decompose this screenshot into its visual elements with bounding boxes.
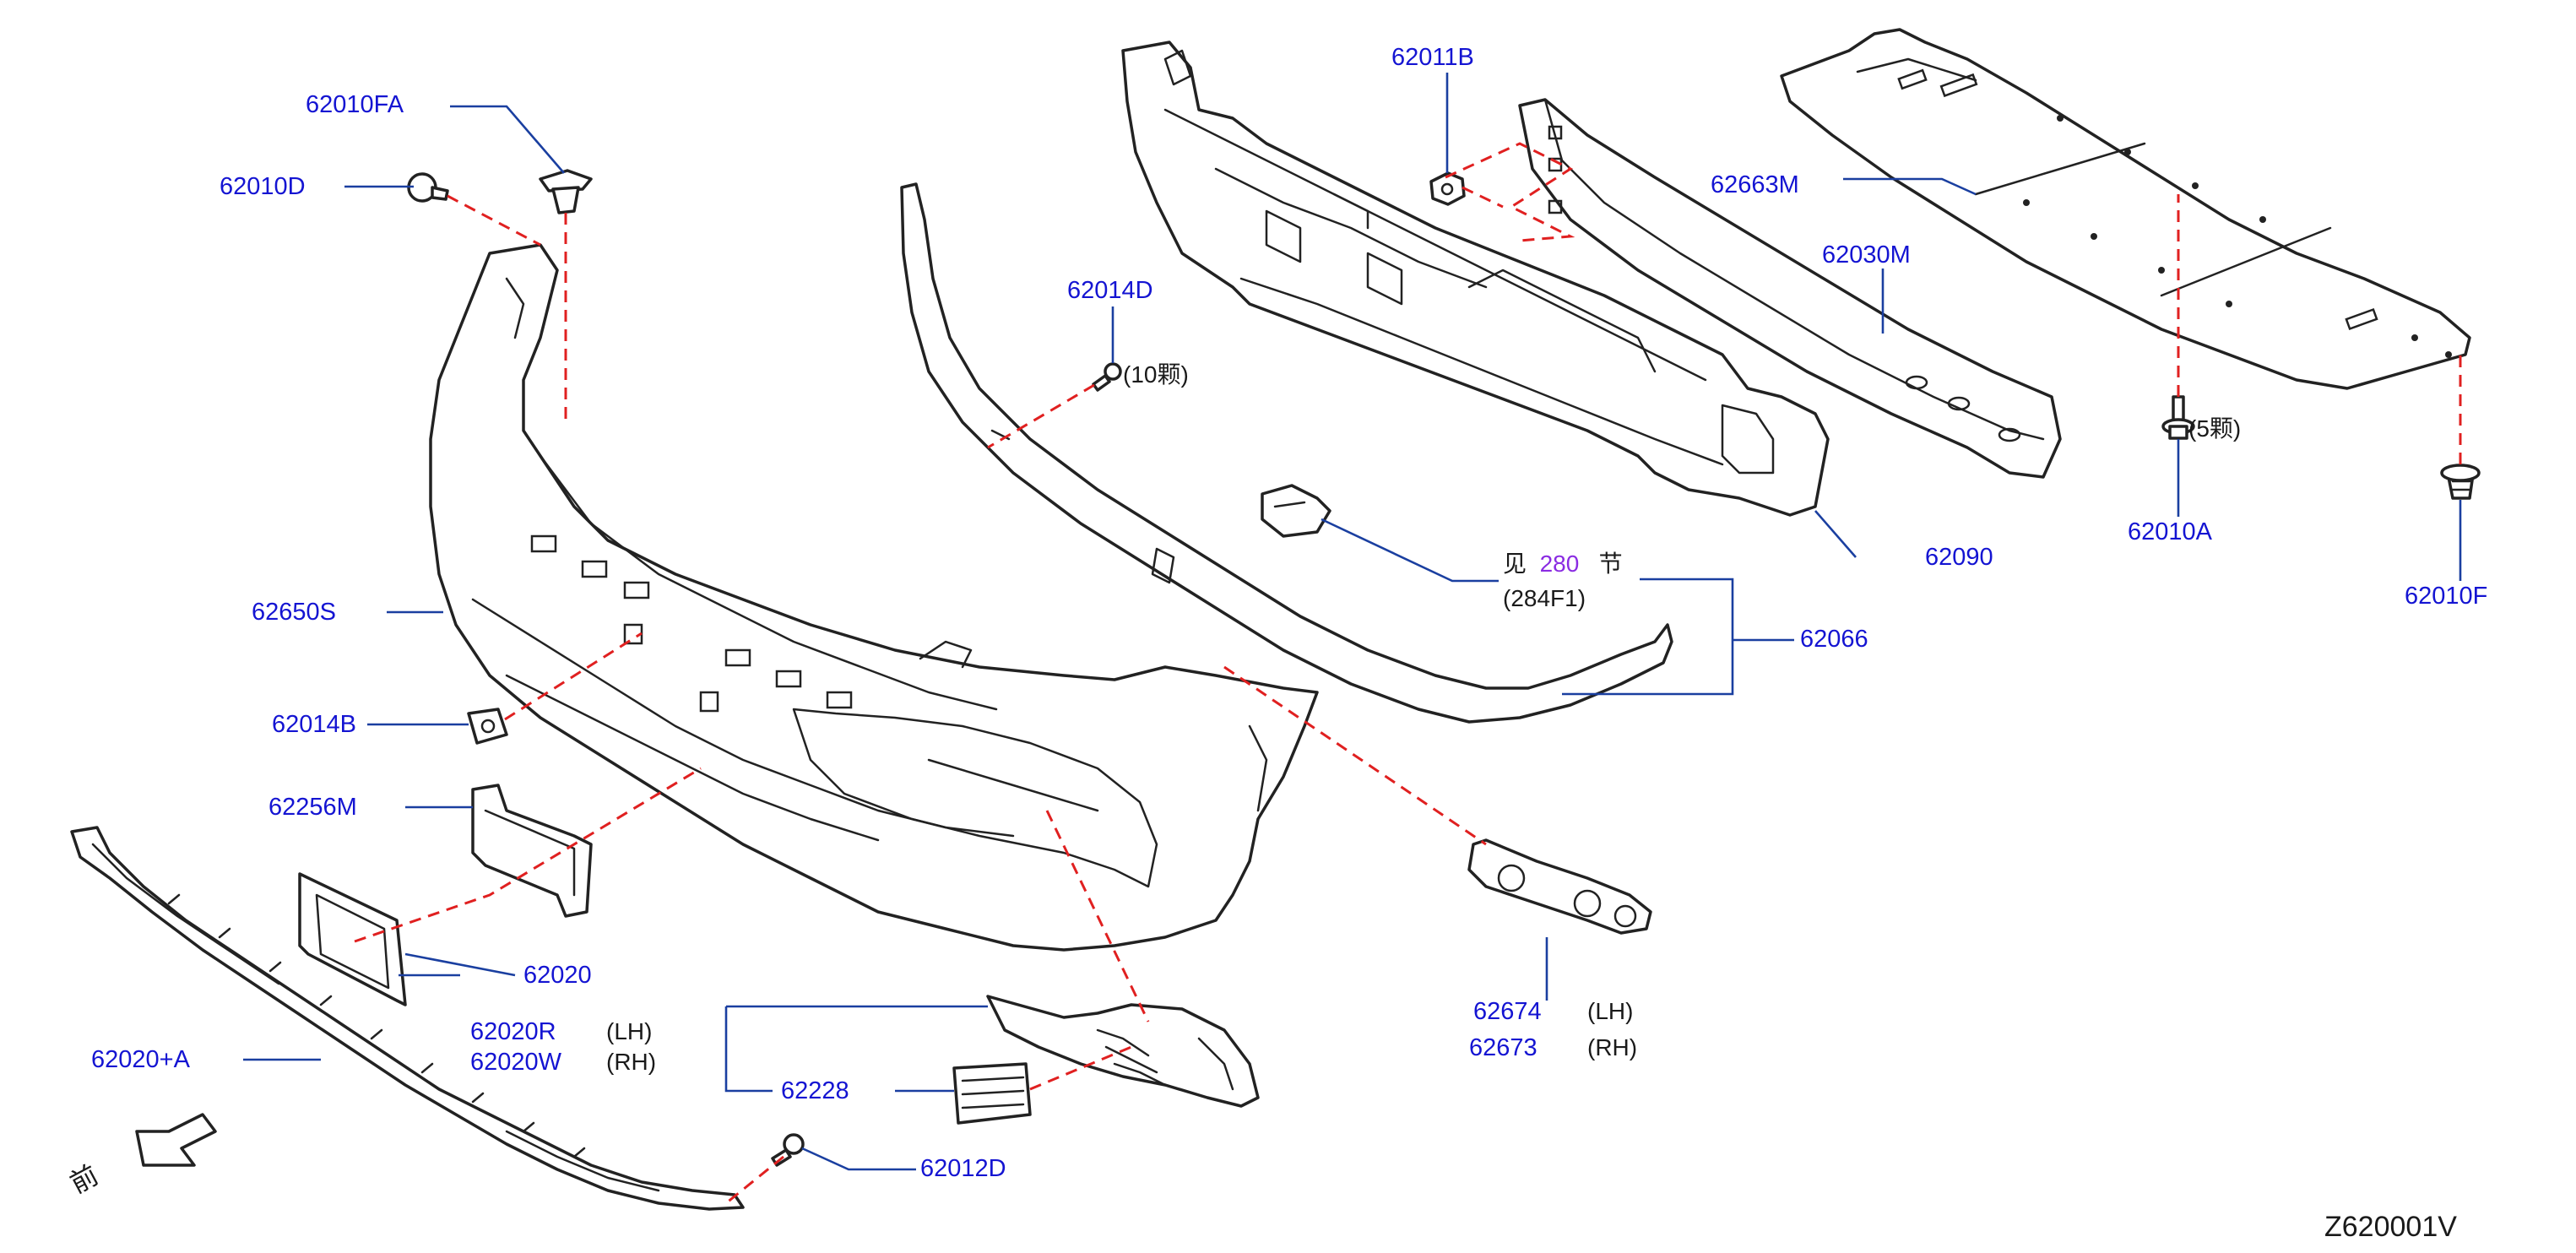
- clip-62010D: [407, 172, 449, 203]
- clip-62010F: [2440, 464, 2481, 500]
- label-62663M: 62663M: [1711, 171, 1799, 198]
- clip-62014B: [467, 708, 508, 745]
- label-62010D: 62010D: [220, 173, 306, 200]
- diagram-code: Z620001V: [2324, 1211, 2457, 1243]
- label-62090: 62090: [1925, 544, 1993, 571]
- quantity-note-10: (10颗): [1123, 361, 1189, 388]
- label-62674: 62674: [1473, 998, 1542, 1025]
- bumper-fascia-62650S: [429, 243, 1319, 952]
- label-62020: 62020: [523, 962, 592, 989]
- lh-note-62674: (LH): [1587, 998, 1634, 1024]
- label-62014D: 62014D: [1067, 277, 1153, 304]
- bumper-reinforcement-62030M: [1518, 98, 2062, 479]
- bumper-absorber-62090: [1121, 41, 1830, 517]
- label-62020R: 62020R: [470, 1018, 556, 1045]
- label-62030M: 62030M: [1822, 241, 1911, 268]
- label-62010A: 62010A: [2128, 518, 2212, 545]
- sensor-bracket-284F1: [1261, 484, 1331, 538]
- see-section-note: 见 280 节: [1503, 551, 1623, 578]
- bolt-62010A: [2161, 395, 2195, 440]
- front-direction-arrow-icon: [135, 1113, 217, 1167]
- label-62012D: 62012D: [920, 1155, 1006, 1182]
- license-plate-bracket-62020: [298, 872, 407, 1006]
- rh-note-62673: (RH): [1587, 1034, 1638, 1060]
- grille-62228: [952, 1062, 1032, 1125]
- clip-62010FA: [539, 169, 593, 214]
- label-62020A: 62020+A: [91, 1046, 190, 1073]
- label-62010F: 62010F: [2405, 583, 2488, 610]
- label-62014B: 62014B: [272, 711, 356, 738]
- screw-62014D: [1092, 362, 1122, 392]
- see-suffix: 节: [1598, 551, 1623, 577]
- label-62010FA: 62010FA: [306, 91, 404, 118]
- see-section-number[interactable]: 280: [1539, 551, 1580, 577]
- ref-284F1: (284F1): [1503, 585, 1586, 611]
- label-62066: 62066: [1800, 626, 1868, 653]
- rh-note-62020W: (RH): [606, 1049, 657, 1075]
- assembly-dashed-lines: [354, 142, 2462, 1205]
- label-62020W: 62020W: [470, 1049, 562, 1076]
- under-cover-62663M: [1780, 28, 2471, 390]
- lh-note-62020R: (LH): [606, 1018, 653, 1044]
- lower-spoiler-62020A: [70, 826, 745, 1211]
- label-62228: 62228: [781, 1077, 849, 1104]
- nut-62011B: [1429, 171, 1466, 206]
- label-62011B: 62011B: [1391, 44, 1474, 71]
- label-62673: 62673: [1469, 1034, 1537, 1061]
- leader-lines: [243, 73, 2462, 1171]
- bracket-62256M: [471, 784, 593, 918]
- side-bracket-62674-62673: [1467, 838, 1652, 935]
- see-prefix: 见: [1503, 551, 1527, 577]
- quantity-note-5: (5颗): [2188, 415, 2242, 442]
- label-62256M: 62256M: [268, 794, 357, 821]
- label-62650S: 62650S: [252, 599, 336, 626]
